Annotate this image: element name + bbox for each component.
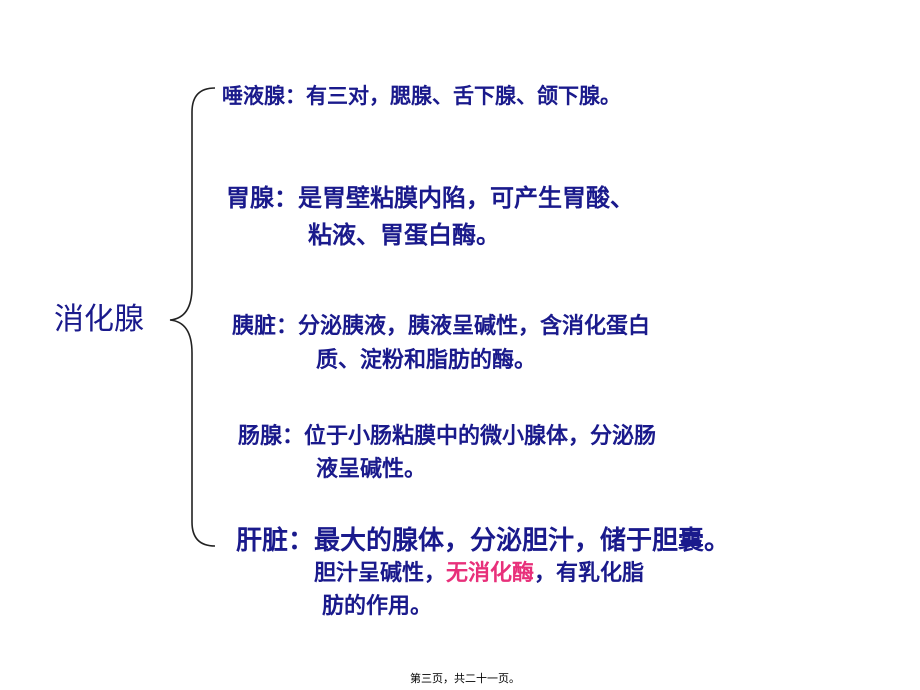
item-salivary: 唾液腺：有三对，腮腺、舌下腺、颌下腺。: [222, 80, 621, 110]
item-liver-line-2: 胆汁呈碱性，无消化酶，有乳化脂: [314, 555, 644, 587]
item-salivary-head: 唾液腺：: [222, 83, 306, 108]
item-liver-extra-b: ，有乳化脂: [534, 560, 645, 586]
item-intestinal-text-1: 位于小肠粘膜中的微小腺体，分泌肠: [304, 423, 657, 449]
item-gastric-head: 胃腺：: [226, 183, 298, 212]
item-intestinal-head: 肠腺：: [238, 423, 305, 449]
item-intestinal-line-2: 液呈碱性。: [316, 456, 427, 482]
item-liver-highlight: 无消化酶: [446, 560, 535, 586]
page-footer: 第三页，共二十一页。: [410, 672, 520, 685]
curly-brace-icon: [169, 87, 216, 547]
item-salivary-text: 有三对，腮腺、舌下腺、颌下腺。: [306, 83, 621, 108]
item-liver-text-1: 最大的腺体，分泌胆汁，储于胆囊。: [314, 526, 731, 556]
item-liver-head: 肝脏：: [236, 526, 315, 556]
page-title: 消化腺: [54, 302, 144, 337]
item-liver: 肝脏：最大的腺体，分泌胆汁，储于胆囊。: [236, 520, 730, 557]
item-gastric-text-1: 是胃壁粘膜内陷，可产生胃酸、: [298, 183, 634, 212]
item-liver-line-3: 肪的作用。: [322, 593, 433, 619]
item-gastric: 胃腺：是胃壁粘膜内陷，可产生胃酸、: [226, 178, 634, 213]
item-pancreas-text-1: 分泌胰液，胰液呈碱性，含消化蛋白: [298, 313, 651, 339]
item-pancreas-head: 胰脏：: [232, 313, 299, 339]
item-intestinal: 肠腺：位于小肠粘膜中的微小腺体，分泌肠: [238, 418, 656, 450]
item-pancreas: 胰脏：分泌胰液，胰液呈碱性，含消化蛋白: [232, 308, 650, 340]
item-pancreas-line-2: 质、淀粉和脂肪的酶。: [316, 347, 537, 373]
item-gastric-line-2: 粘液、胃蛋白酶。: [308, 220, 500, 249]
item-liver-extra-a: 胆汁呈碱性，: [314, 560, 447, 586]
